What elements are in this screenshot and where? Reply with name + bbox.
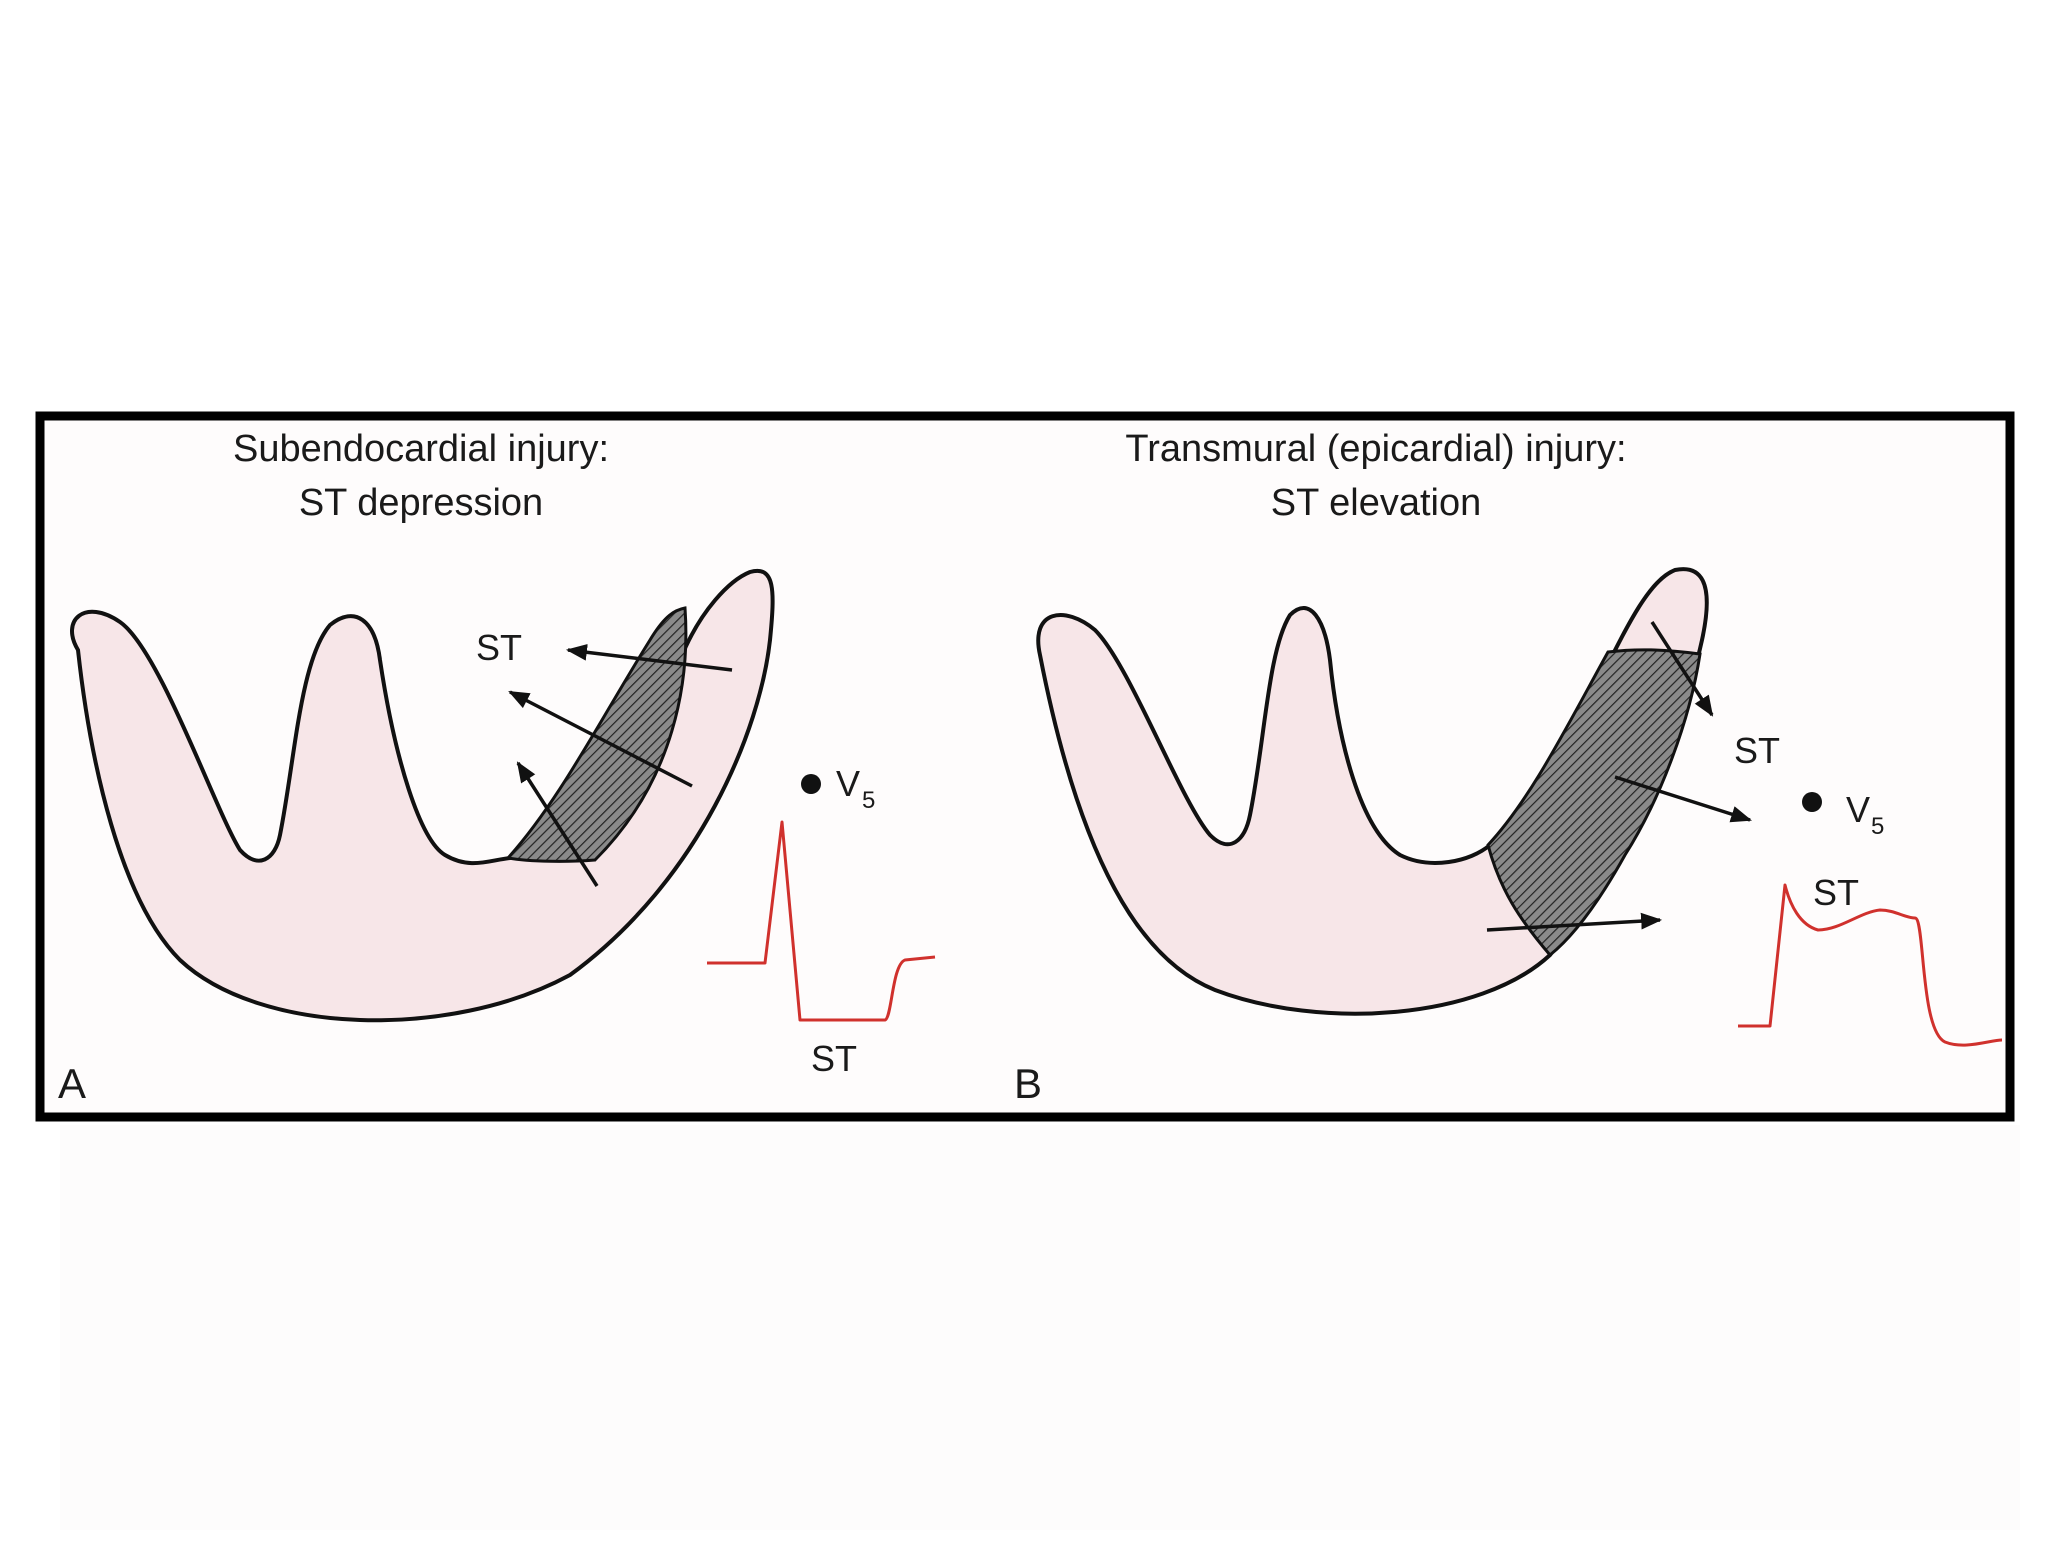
panel-a-v5-label: V xyxy=(836,763,860,804)
panel-a-arrow-upper xyxy=(565,643,733,672)
panel-b-v5-electrode xyxy=(1802,792,1822,812)
panel-b-v5-label: V xyxy=(1846,789,1870,830)
panel-b-title-line1: Transmural (epicardial) injury: xyxy=(1125,428,1626,470)
panel-b-title-line2: ST elevation xyxy=(1271,482,1482,524)
panel-b-ecg-trace xyxy=(1738,883,2003,1047)
lower-background xyxy=(60,1125,2020,1530)
panel-b-v5-subscript: 5 xyxy=(1871,813,1884,840)
panel-b: Transmural (epicardial) injury: ST eleva… xyxy=(1014,428,2003,1107)
panel-a-st-arrow-label: ST xyxy=(476,627,522,668)
panel-a-title-line1: Subendocardial injury: xyxy=(233,428,609,470)
panel-b-st-ecg-label: ST xyxy=(1813,872,1859,913)
panel-a-title-line2: ST depression xyxy=(299,482,543,524)
panel-a-injury-zone xyxy=(505,606,688,863)
panel-a-ecg-trace xyxy=(707,820,936,1022)
panel-a-arrow-lower xyxy=(516,761,599,887)
panel-a-v5-electrode xyxy=(801,774,821,794)
panel-a-arrow-middle xyxy=(508,690,693,788)
panel-b-st-arrow-label: ST xyxy=(1734,730,1780,771)
panel-a: Subendocardial injury: ST depression ST … xyxy=(58,428,936,1107)
panel-a-st-ecg-label: ST xyxy=(811,1038,857,1079)
panel-b-arrow-lower xyxy=(1486,912,1663,932)
panel-b-arrow-upper xyxy=(1650,621,1714,717)
panel-a-v5-subscript: 5 xyxy=(862,787,875,814)
panel-a-letter: A xyxy=(58,1060,86,1107)
panel-b-arrow-middle xyxy=(1614,775,1753,823)
panel-b-letter: B xyxy=(1014,1060,1042,1107)
